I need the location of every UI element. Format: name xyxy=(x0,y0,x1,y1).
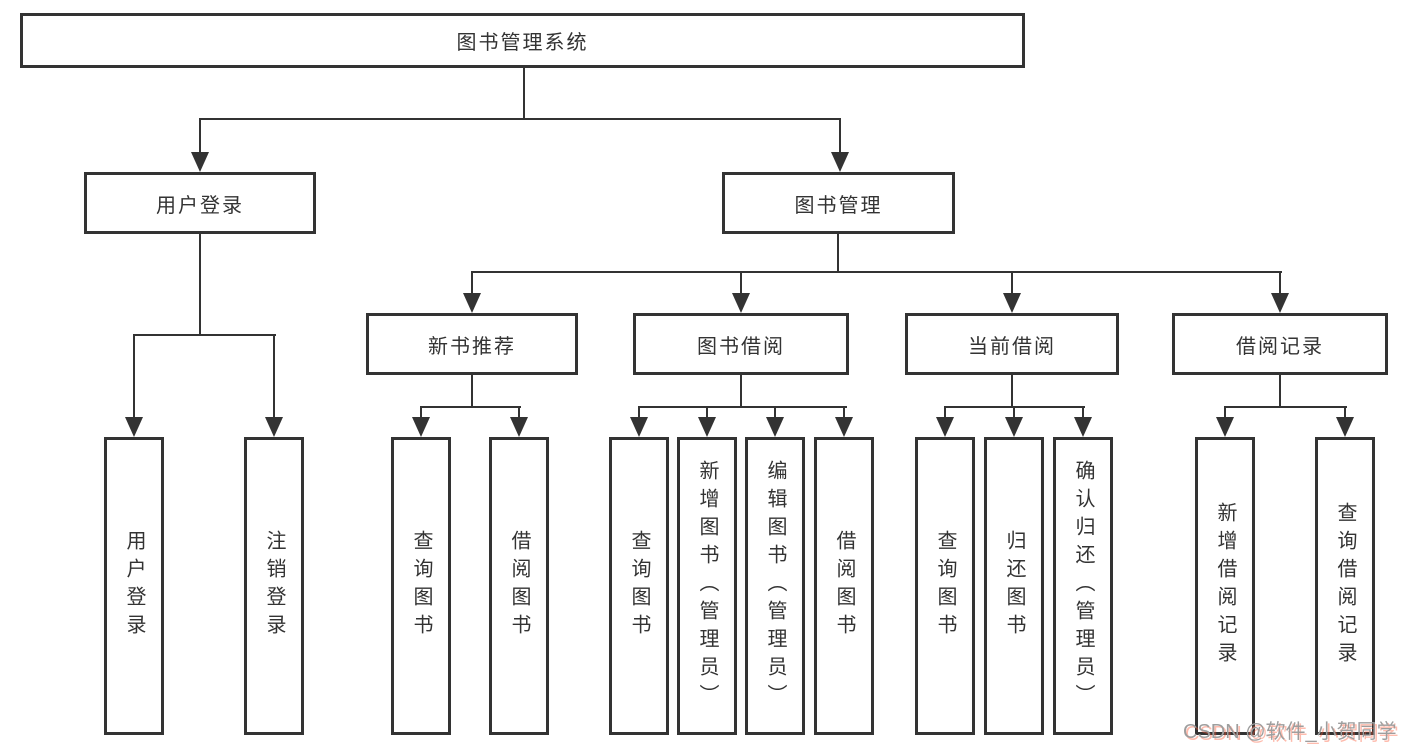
connector-line xyxy=(1224,406,1347,408)
arrow-down-icon xyxy=(698,417,716,437)
node-label: 归还图书 xyxy=(1003,530,1025,642)
node-user-login-branch: 用户登录 xyxy=(84,172,316,234)
node-label: 借阅图书 xyxy=(508,530,530,642)
connector-line xyxy=(133,334,276,336)
connector-line xyxy=(523,68,525,120)
node-label: 查询图书 xyxy=(934,530,956,642)
node-label: 用户登录 xyxy=(156,194,244,217)
connector-line xyxy=(471,375,473,408)
node-label: 当前借阅 xyxy=(968,335,1056,358)
arrow-down-icon xyxy=(1003,293,1021,313)
node-label: 借阅记录 xyxy=(1236,335,1324,358)
node-label: 新增图书（管理员） xyxy=(696,460,718,712)
node-label: 用户登录 xyxy=(123,530,145,642)
node-query-books-current: 查询图书 xyxy=(915,437,975,735)
arrow-down-icon xyxy=(412,417,430,437)
connector-line xyxy=(420,406,521,408)
arrow-stem xyxy=(740,272,742,295)
node-add-books-admin: 新增图书（管理员） xyxy=(677,437,737,735)
node-label: 新书推荐 xyxy=(428,335,516,358)
arrow-stem xyxy=(638,407,640,419)
arrow-stem xyxy=(471,272,473,295)
arrow-down-icon xyxy=(265,417,283,437)
arrow-down-icon xyxy=(1216,417,1234,437)
arrow-down-icon xyxy=(1074,417,1092,437)
node-query-books-borrowing: 查询图书 xyxy=(609,437,669,735)
node-label: 图书管理系统 xyxy=(456,32,589,54)
node-new-book-recommend: 新书推荐 xyxy=(366,313,578,375)
node-current-borrowing: 当前借阅 xyxy=(905,313,1119,375)
arrow-down-icon xyxy=(191,152,209,172)
arrow-stem xyxy=(273,335,275,419)
connector-line xyxy=(638,406,847,408)
node-label: 图书借阅 xyxy=(697,335,785,358)
node-borrow-records: 借阅记录 xyxy=(1172,313,1388,375)
arrow-down-icon xyxy=(463,293,481,313)
node-return-books: 归还图书 xyxy=(984,437,1044,735)
node-add-borrow-record: 新增借阅记录 xyxy=(1195,437,1255,735)
node-user-login-action: 用户登录 xyxy=(104,437,164,735)
arrow-stem xyxy=(1013,407,1015,419)
arrow-stem xyxy=(1082,407,1084,419)
arrow-down-icon xyxy=(936,417,954,437)
node-logout-action: 注销登录 xyxy=(244,437,304,735)
arrow-stem xyxy=(774,407,776,419)
node-borrow-books-action: 借阅图书 xyxy=(814,437,874,735)
node-label: 查询借阅记录 xyxy=(1334,502,1356,670)
connector-line xyxy=(1279,375,1281,408)
arrow-stem xyxy=(706,407,708,419)
node-book-management-branch: 图书管理 xyxy=(722,172,955,234)
arrow-stem xyxy=(944,407,946,419)
node-label: 查询图书 xyxy=(410,530,432,642)
arrow-stem xyxy=(843,407,845,419)
arrow-stem xyxy=(420,407,422,419)
connector-line xyxy=(837,234,839,273)
arrow-down-icon xyxy=(1271,293,1289,313)
node-borrow-books-recommend: 借阅图书 xyxy=(489,437,549,735)
arrow-stem xyxy=(1279,272,1281,295)
node-query-borrow-record: 查询借阅记录 xyxy=(1315,437,1375,735)
node-label: 图书管理 xyxy=(794,194,883,217)
node-label: 编辑图书（管理员） xyxy=(764,460,786,712)
node-label: 新增借阅记录 xyxy=(1214,502,1236,670)
arrow-down-icon xyxy=(125,417,143,437)
node-label: 借阅图书 xyxy=(833,530,855,642)
connector-line xyxy=(471,271,1282,273)
arrow-down-icon xyxy=(1336,417,1354,437)
node-book-borrowing: 图书借阅 xyxy=(633,313,849,375)
node-edit-books-admin: 编辑图书（管理员） xyxy=(745,437,805,735)
node-label: 查询图书 xyxy=(628,530,650,642)
node-query-books-recommend: 查询图书 xyxy=(391,437,451,735)
arrow-down-icon xyxy=(510,417,528,437)
arrow-stem xyxy=(1011,272,1013,295)
arrow-down-icon xyxy=(831,152,849,172)
connector-line xyxy=(199,118,841,120)
connector-line xyxy=(740,375,742,408)
connector-line xyxy=(199,234,201,336)
node-label: 确认归还（管理员） xyxy=(1072,460,1094,712)
connector-line xyxy=(1011,375,1013,408)
node-library-management-system: 图书管理系统 xyxy=(20,13,1025,68)
arrow-stem xyxy=(1224,407,1226,419)
arrow-down-icon xyxy=(732,293,750,313)
arrow-stem xyxy=(839,119,841,154)
arrow-stem xyxy=(1344,407,1346,419)
node-confirm-return-admin: 确认归还（管理员） xyxy=(1053,437,1113,735)
arrow-down-icon xyxy=(630,417,648,437)
arrow-down-icon xyxy=(766,417,784,437)
node-label: 注销登录 xyxy=(263,530,285,642)
arrow-stem xyxy=(518,407,520,419)
csdn-watermark: CSDN @软件_小贺同学 xyxy=(1183,721,1397,743)
arrow-down-icon xyxy=(835,417,853,437)
arrow-stem xyxy=(199,119,201,154)
arrow-down-icon xyxy=(1005,417,1023,437)
arrow-stem xyxy=(133,335,135,419)
